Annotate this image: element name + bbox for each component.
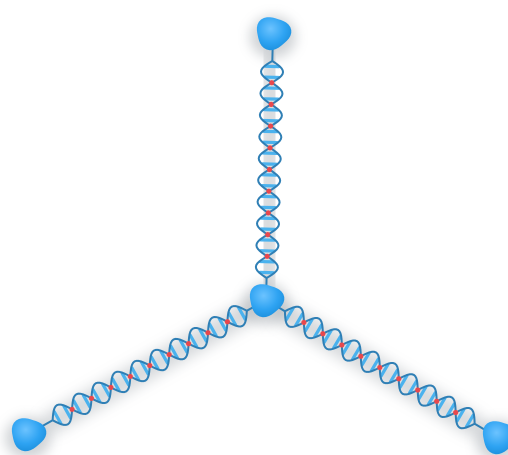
arm-left-base-pair — [62, 404, 73, 420]
arm-right-base-pair — [436, 396, 447, 412]
arm-left-base-pair — [149, 355, 160, 371]
node-top — [256, 17, 292, 51]
arm-right-base-pair — [341, 340, 352, 356]
arm-left-base-pair — [227, 311, 238, 327]
arm-left-base-pair — [72, 399, 82, 414]
arm-right-base-pair — [284, 306, 295, 322]
arm-right-base-pair — [408, 379, 418, 395]
arm-left-crossing-marker — [108, 384, 114, 391]
arm-right-base-pair — [322, 329, 333, 344]
arm-left-crossing-marker — [147, 362, 153, 369]
shadow-layer — [5, 16, 508, 455]
arm-left-crossing-marker — [224, 319, 231, 325]
arm-left-base-pair — [217, 317, 228, 332]
arm-left-crossing-marker — [88, 395, 95, 401]
arm-left-crossing-marker — [166, 351, 172, 358]
arm-right-base-pair — [370, 357, 381, 372]
arm-left-base-pair — [188, 333, 199, 349]
arm-left-base-pair — [101, 382, 111, 398]
arm-left-base-pair — [52, 410, 63, 425]
arm-right-base-pair — [332, 334, 343, 350]
arm-left-crossing-marker — [205, 330, 211, 336]
arm-right-crossing-marker — [377, 364, 383, 371]
arm-left-base-pair — [159, 349, 170, 365]
arm-left-base-pair — [81, 393, 92, 409]
arm-left-crossing-marker — [127, 373, 133, 380]
arm-right-base-pair — [351, 346, 362, 361]
arm-top-crossing-marker — [265, 210, 271, 216]
node-center — [249, 284, 285, 318]
arm-right-base-pair — [417, 385, 428, 401]
arm-right-crossing-marker — [453, 409, 459, 416]
arm-right-base-pair — [426, 391, 437, 406]
arm-right-base-pair — [313, 323, 324, 339]
arm-left-base-pair — [120, 371, 131, 387]
arm-right-crossing-marker — [396, 376, 402, 382]
arm-left-base-pair — [140, 360, 150, 376]
arm-top-crossing-marker — [266, 166, 273, 173]
arm-top-crossing-marker — [267, 123, 274, 129]
arm-right-base-pair — [445, 402, 456, 417]
arm-left-crossing-marker — [69, 406, 75, 412]
arm-top-crossing-marker — [264, 253, 270, 259]
arm-top-crossing-marker — [269, 80, 275, 86]
arm-right-crossing-marker — [320, 331, 326, 337]
arm-left-base-pair — [110, 377, 121, 393]
arm-right-base-pair — [464, 413, 475, 429]
arm-right-base-pair — [379, 363, 390, 378]
arm-right-crossing-marker — [434, 398, 440, 404]
arm-left-base-pair — [178, 339, 189, 354]
arm-left-base-pair — [237, 306, 247, 321]
arm-right-base-pair — [398, 374, 409, 389]
arm-left-base-pair — [130, 366, 141, 382]
arm-top-crossing-marker — [268, 101, 274, 107]
arm-right-crossing-marker — [415, 387, 421, 393]
arm-left-base-pair — [91, 388, 102, 403]
helix-layer — [39, 46, 488, 432]
arm-top-crossing-marker — [265, 232, 271, 238]
arm-right-crossing-marker — [358, 353, 364, 359]
arm-right-crossing-marker — [339, 342, 345, 348]
arm-right-base-pair — [360, 351, 371, 367]
arm-top-crossing-marker — [267, 145, 273, 151]
arm-left-crossing-marker — [185, 341, 192, 347]
arm-right-base-pair — [455, 408, 466, 423]
arm-right-base-pair — [303, 318, 314, 333]
arm-right-base-pair — [294, 312, 305, 327]
arm-left-base-pair — [198, 328, 208, 343]
node-right — [482, 421, 508, 455]
node-layer — [11, 17, 508, 455]
arm-right-base-pair — [389, 368, 399, 384]
arm-left-base-pair — [208, 322, 218, 338]
arm-left-base-pair — [169, 344, 179, 360]
arm-top-crossing-marker — [266, 188, 272, 194]
node-left — [11, 418, 47, 452]
arm-right-crossing-marker — [301, 319, 307, 326]
